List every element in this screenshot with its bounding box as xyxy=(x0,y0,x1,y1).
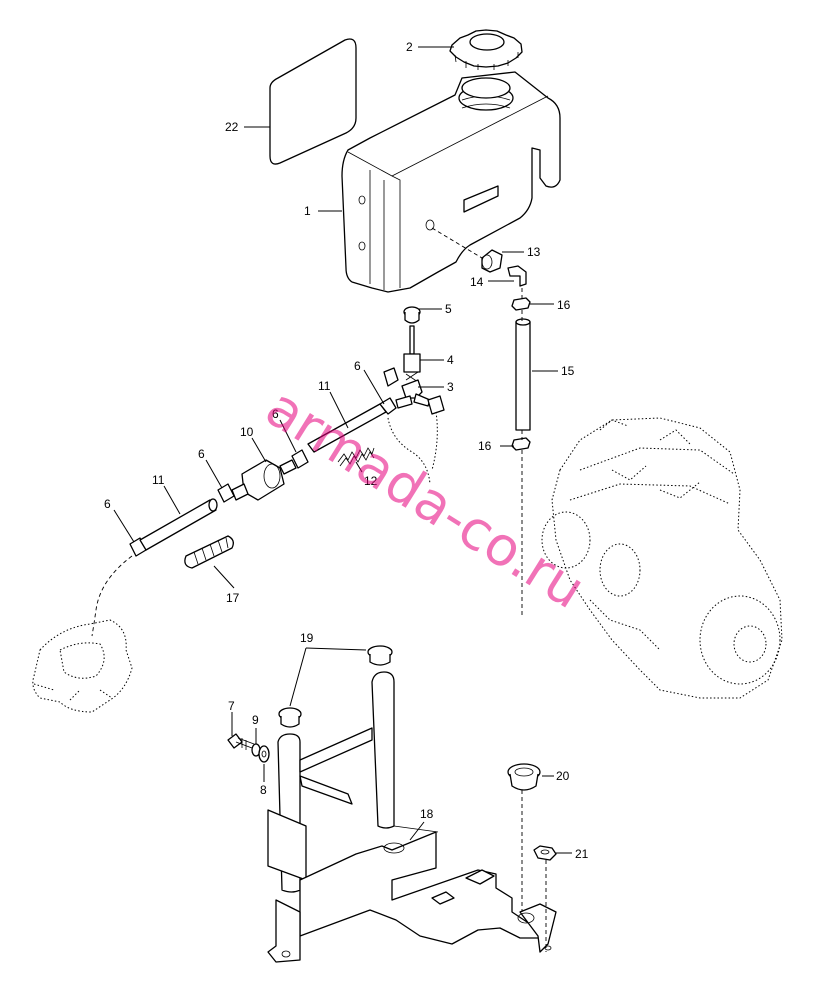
callout-6a: 6 xyxy=(354,359,361,373)
part-14-elbow-fitting xyxy=(507,265,527,287)
callout-11b: 11 xyxy=(152,473,165,487)
callout-9: 9 xyxy=(252,713,259,727)
part-7-bolt xyxy=(227,733,255,750)
callout-5: 5 xyxy=(445,302,452,316)
part-6-clamp-c xyxy=(217,483,235,503)
part-21-nut xyxy=(533,845,557,861)
part-20-grommet xyxy=(507,763,541,791)
watermark-text: armada-co.ru xyxy=(255,376,596,621)
callout-14: 14 xyxy=(470,275,484,289)
callout-22: 22 xyxy=(225,120,239,134)
part-10-fuel-filter xyxy=(231,459,297,501)
part-1-fuel-tank xyxy=(341,71,561,293)
part-6-clamp-b xyxy=(291,449,309,469)
callout-20: 20 xyxy=(556,769,570,783)
callout-16a: 16 xyxy=(557,298,571,312)
callout-13: 13 xyxy=(527,245,541,259)
part-13-grommet xyxy=(431,227,503,273)
callout-7: 7 xyxy=(228,699,235,713)
callout-10: 10 xyxy=(240,425,254,439)
part-5-grommet xyxy=(403,306,421,324)
part-16-clamp-upper xyxy=(511,297,531,311)
part-17-protective-sleeve xyxy=(184,535,234,569)
callout-12: 12 xyxy=(364,474,378,488)
part-18-bracket xyxy=(267,671,557,963)
carburetor-outline xyxy=(32,619,133,713)
callout-3: 3 xyxy=(447,380,454,394)
callout-2: 2 xyxy=(406,40,413,54)
part-6-clamp-a xyxy=(379,397,397,415)
callout-4: 4 xyxy=(447,353,454,367)
part-3-tee-fitting xyxy=(383,367,445,415)
callout-6d: 6 xyxy=(104,497,111,511)
leader-lines xyxy=(113,46,572,854)
callout-labels: 1 2 3 4 5 6 6 6 6 7 8 9 10 11 11 12 13 1… xyxy=(104,40,589,861)
engine-outline xyxy=(541,417,783,699)
callout-21: 21 xyxy=(575,847,589,861)
part-15-vent-hose xyxy=(515,288,531,618)
callout-17: 17 xyxy=(226,591,240,605)
part-11-hose-lower xyxy=(139,498,218,551)
callout-6c: 6 xyxy=(198,447,205,461)
callout-15: 15 xyxy=(561,364,575,378)
callout-1: 1 xyxy=(304,204,311,218)
part-2-cap xyxy=(449,29,523,70)
callout-6b: 6 xyxy=(272,407,279,421)
part-8-washer xyxy=(258,745,270,763)
part-19-cap-lower xyxy=(278,707,302,728)
part-19-cap-upper xyxy=(367,645,393,666)
part-4-valve xyxy=(403,325,421,383)
callout-11a: 11 xyxy=(318,379,331,393)
callout-18: 18 xyxy=(420,807,434,821)
part-12-spring xyxy=(337,447,375,467)
part-16-clamp-lower xyxy=(511,437,531,451)
callout-19: 19 xyxy=(300,631,314,645)
callout-8: 8 xyxy=(260,783,267,797)
callout-16b: 16 xyxy=(478,439,492,453)
part-22-sticker xyxy=(269,38,357,165)
